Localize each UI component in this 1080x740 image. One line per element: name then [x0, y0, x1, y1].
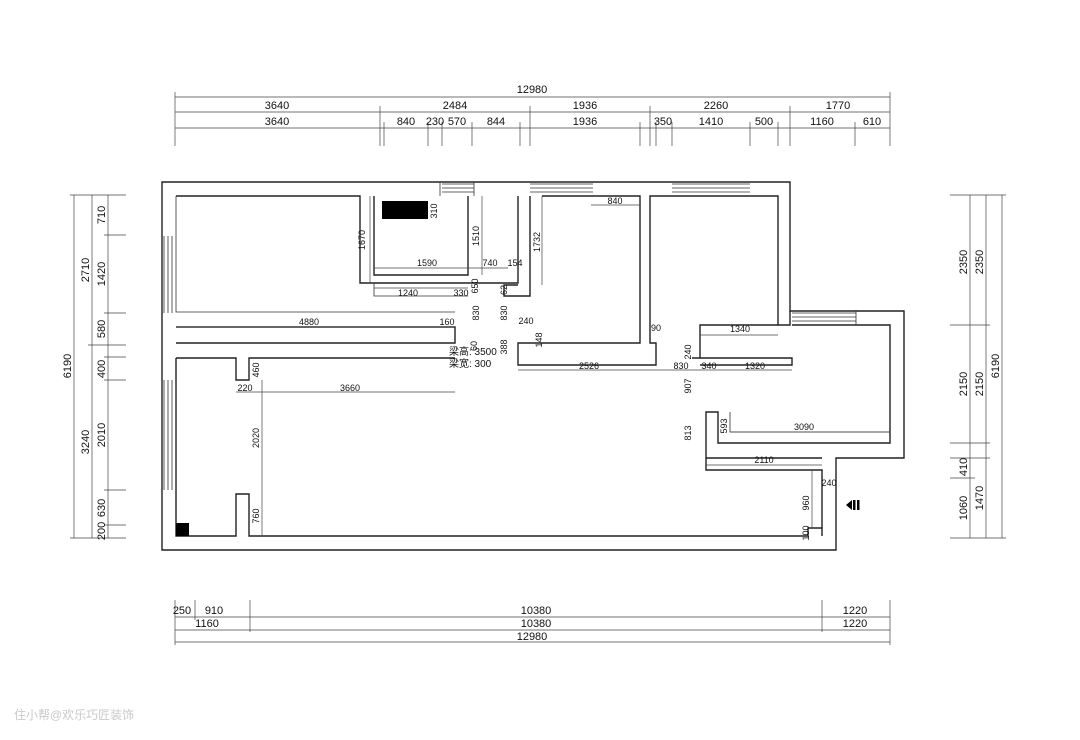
left-group-2: 3240	[80, 430, 92, 454]
structural-column	[382, 201, 428, 219]
top-row2-2: 840	[397, 116, 415, 128]
bottom-row2-3: 1220	[843, 618, 867, 630]
label-840: 840	[607, 196, 622, 206]
left-dimensions: 6190 2710 3240 710 1420 580 400 2010 630…	[62, 194, 126, 540]
beam-width: 梁宽: 300	[449, 357, 492, 370]
interior-labels: 310 1670 1510 1732 840 1590 740 154 1240…	[237, 196, 836, 541]
top-row2-7: 350	[654, 116, 672, 128]
label-1510: 1510	[471, 226, 481, 246]
top-row2-3: 230	[426, 116, 444, 128]
label-460: 460	[251, 362, 261, 377]
top-row1-3: 1936	[573, 100, 597, 112]
label-1340: 1340	[730, 324, 750, 334]
bottom-dimensions: 250 910 10380 1220 1160 10380 1220 12980	[173, 600, 891, 645]
label-310: 310	[429, 203, 439, 218]
label-4880: 4880	[299, 317, 319, 327]
top-row2-6: 1936	[573, 116, 597, 128]
bottom-row1-2: 910	[205, 605, 223, 617]
label-960: 960	[801, 495, 811, 510]
top-row1-1: 3640	[265, 100, 289, 112]
top-row2-5: 844	[487, 116, 505, 128]
label-154: 154	[507, 258, 522, 268]
label-1240: 1240	[398, 288, 418, 298]
label-330: 330	[453, 288, 468, 298]
bottom-total: 12980	[517, 631, 548, 643]
top-row1-5: 1770	[826, 100, 850, 112]
label-1590: 1590	[417, 258, 437, 268]
label-830-c: 830	[673, 361, 688, 371]
right-dimensions: 2350 2150 410 1060 2350 2150 1470 6190	[950, 194, 1006, 539]
label-907: 907	[683, 378, 693, 393]
left-detail-2: 1420	[96, 262, 108, 286]
label-3660: 3660	[340, 383, 360, 393]
top-row2-11: 610	[863, 116, 881, 128]
left-total: 6190	[62, 354, 74, 378]
left-detail-6: 630	[96, 499, 108, 517]
right-detail-2: 2150	[958, 372, 970, 396]
top-row2-1: 3640	[265, 116, 289, 128]
right-detail-3: 410	[958, 458, 970, 476]
left-detail-3: 580	[96, 320, 108, 338]
label-340: 340	[701, 361, 716, 371]
label-1670: 1670	[357, 230, 367, 250]
top-row2-8: 1410	[699, 116, 723, 128]
label-220: 220	[237, 383, 252, 393]
label-60: 60	[469, 341, 479, 351]
bottom-row1-4: 1220	[843, 605, 867, 617]
top-row1-2: 2484	[443, 100, 467, 112]
windows	[163, 183, 857, 490]
left-detail-7: 200	[96, 522, 108, 540]
interior-leaders	[176, 196, 890, 536]
top-row2-9: 500	[755, 116, 773, 128]
top-dimensions: 12980 3640 2484 1936 2260 1770 3640 840 …	[174, 84, 891, 146]
label-813: 813	[683, 425, 693, 440]
right-detail-4: 1060	[958, 496, 970, 520]
label-148: 148	[534, 332, 544, 347]
label-740: 740	[482, 258, 497, 268]
label-593: 593	[719, 418, 729, 433]
label-1732: 1732	[532, 232, 542, 252]
label-3090: 3090	[794, 422, 814, 432]
top-row2-4: 570	[448, 116, 466, 128]
label-62: 62	[499, 285, 509, 295]
label-760: 760	[251, 508, 261, 523]
right-group-2: 2150	[974, 372, 986, 396]
watermark: 住小帮@欢乐巧匠装饰	[14, 708, 135, 722]
beam-note: 梁高: 3500 梁宽: 300	[449, 345, 497, 370]
entrance-arrow-icon	[846, 500, 860, 510]
top-total: 12980	[517, 84, 548, 96]
bottom-row1-3: 10380	[521, 605, 552, 617]
left-detail-4: 400	[96, 360, 108, 378]
label-830-a: 830	[471, 305, 481, 320]
label-160: 160	[439, 317, 454, 327]
bottom-row2-2: 10380	[521, 618, 552, 630]
bottom-row1-1: 250	[173, 605, 191, 617]
label-90: 90	[651, 323, 661, 333]
left-detail-5: 2010	[96, 423, 108, 447]
label-240-b: 240	[683, 344, 693, 359]
label-1320: 1320	[745, 361, 765, 371]
label-2526: 2526	[579, 361, 599, 371]
label-240-a: 240	[518, 316, 533, 326]
right-group-3: 1470	[974, 486, 986, 510]
right-group-1: 2350	[974, 250, 986, 274]
right-detail-1: 2350	[958, 250, 970, 274]
beam-height: 梁高: 3500	[449, 345, 497, 358]
label-388: 388	[499, 339, 509, 354]
bottom-row2-1: 1160	[195, 618, 219, 630]
label-2020: 2020	[251, 428, 261, 448]
label-650: 650	[470, 278, 480, 293]
top-row1-4: 2260	[704, 100, 728, 112]
left-group-1: 2710	[80, 258, 92, 282]
corner-column	[176, 523, 189, 536]
label-100: 100	[801, 525, 811, 540]
label-830-b: 830	[499, 305, 509, 320]
top-row2-10: 1160	[810, 116, 834, 128]
left-detail-1: 710	[96, 206, 108, 224]
right-total: 6190	[990, 354, 1002, 378]
label-2110: 2110	[754, 455, 773, 465]
label-240-c: 240	[821, 478, 836, 488]
